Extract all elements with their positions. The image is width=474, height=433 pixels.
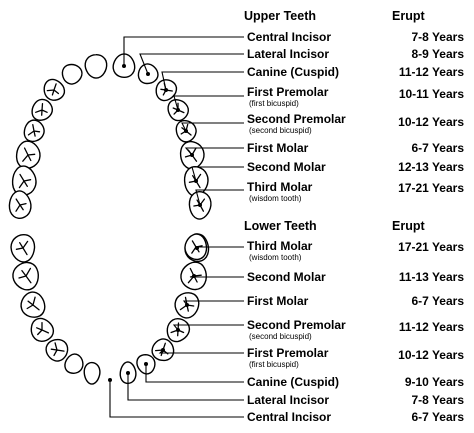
upper-left-lateral-incisor-tooth [61,63,83,85]
upper-lateral-incisor-label: Lateral Incisor [247,47,330,61]
upper-leader-lateral-incisor [139,53,244,76]
upper-lateral-incisor-erupt: 8-9 Years [411,47,465,61]
upper-second-molar-label: Second Molar [247,160,326,174]
lower-lateral-incisor-erupt: 7-8 Years [411,393,465,407]
lower-third-molar-erupt: 17-21 Years [398,240,464,254]
lower-leader-second-premolar [172,324,244,332]
upper-second-premolar-erupt: 10-12 Years [398,115,464,129]
upper-central-incisor-erupt: 7-8 Years [411,30,465,44]
upper-third-molar-label: Third Molar [247,180,313,194]
lower-second-premolar-sublabel: (second bicuspid) [249,332,312,341]
lower-leader-second-molar [189,274,244,278]
lower-erupt-header: Erupt [392,219,425,233]
lower-second-premolar-label: Second Premolar [247,318,346,332]
lower-first-molar-erupt: 6-7 Years [411,294,465,308]
upper-left-second-molar-tooth [11,165,37,197]
lower-left-canine-tooth [45,338,69,362]
lower-leader-canine [144,362,244,383]
upper-left-central-incisor-tooth [84,53,108,79]
upper-third-molar-erupt: 17-21 Years [398,181,464,195]
upper-leader-first-premolar [173,95,244,112]
lower-first-molar-label: First Molar [247,294,309,308]
upper-first-molar-erupt: 6-7 Years [411,141,465,155]
lower-left-first-premolar-tooth [30,317,55,343]
teeth-layer [8,53,212,385]
lower-third-molar-label: Third Molar [247,239,313,253]
upper-first-premolar-label: First Premolar [247,85,329,99]
upper-left-first-premolar-tooth [31,98,54,121]
lower-third-molar-sublabel: (wisdom tooth) [249,253,302,262]
lower-leader-first-molar [182,300,244,307]
upper-second-premolar-label: Second Premolar [247,112,346,126]
lower-lateral-incisor-label: Lateral Incisor [247,393,330,407]
upper-leader-canine [161,71,244,92]
upper-leader-second-premolar [181,122,244,133]
upper-canine-label: Canine (Cuspid) [247,65,339,79]
lower-left-second-molar-tooth [10,233,36,263]
upper-right-third-molar-tooth [188,191,212,220]
upper-first-molar-label: First Molar [247,141,309,155]
upper-second-premolar-sublabel: (second bicuspid) [249,126,312,135]
lower-leader-central-incisor [108,378,244,418]
upper-left-second-premolar-tooth [23,119,45,143]
upper-canine-erupt: 11-12 Years [398,65,464,79]
lower-leader-third-molar [195,246,244,250]
lower-first-premolar-label: First Premolar [247,346,329,360]
upper-left-canine-tooth [43,78,66,101]
upper-erupt-header: Erupt [392,9,425,23]
upper-first-premolar-sublabel: (first bicuspid) [249,99,299,108]
lower-canine-label: Canine (Cuspid) [247,375,339,389]
leader-lines [108,36,244,418]
lower-first-premolar-sublabel: (first bicuspid) [249,360,299,369]
lower-second-molar-label: Second Molar [247,270,326,284]
lower-teeth-header: Lower Teeth [244,219,317,233]
lower-left-lateral-incisor-tooth [64,353,84,375]
lower-second-premolar-erupt: 11-12 Years [398,320,464,334]
upper-central-incisor-label: Central Incisor [247,30,332,44]
lower-leader-lateral-incisor [126,371,244,401]
upper-leader-second-molar [191,166,244,183]
lower-left-second-premolar-tooth [20,291,46,318]
lower-central-incisor-erupt: 6-7 Years [411,410,465,424]
lower-central-incisor-label: Central Incisor [247,410,332,424]
upper-teeth-header: Upper Teeth [244,9,316,23]
lower-left-first-molar-tooth [12,261,40,291]
upper-left-first-molar-tooth [15,140,41,170]
upper-third-molar-sublabel: (wisdom tooth) [249,194,302,203]
upper-leader-first-molar [184,147,244,157]
upper-first-premolar-erupt: 10-11 Years [398,87,464,101]
lower-second-molar-erupt: 11-13 Years [398,270,464,284]
upper-left-third-molar-tooth [8,190,32,219]
upper-leader-third-molar [195,189,244,207]
lower-leader-first-premolar [158,348,244,354]
upper-leader-central-incisor [122,36,244,68]
lower-canine-erupt: 9-10 Years [404,375,464,389]
upper-second-molar-erupt: 12-13 Years [398,160,464,174]
lower-left-central-incisor-tooth [83,361,101,385]
lower-first-premolar-erupt: 10-12 Years [398,348,464,362]
